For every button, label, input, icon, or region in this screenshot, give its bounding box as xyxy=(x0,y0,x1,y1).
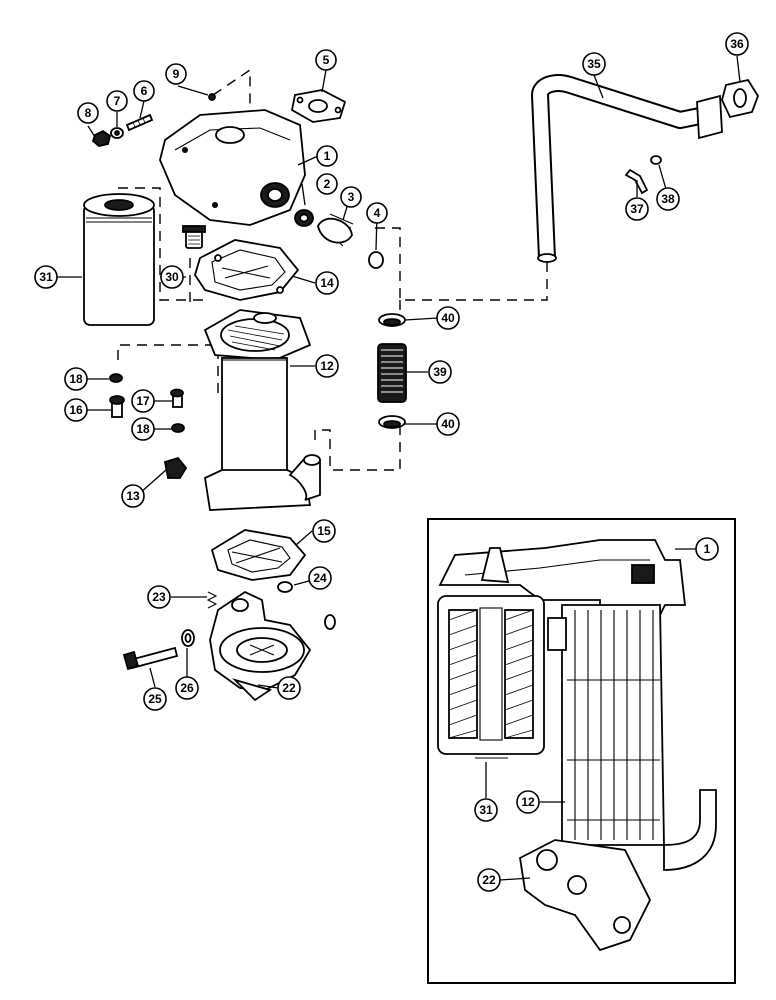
callout-label: 22 xyxy=(282,681,296,695)
callout-label: 12 xyxy=(320,359,334,373)
callout-24: 24 xyxy=(308,566,332,590)
callout-label: 3 xyxy=(348,190,355,204)
callout-label: 7 xyxy=(114,94,121,108)
callout-label: 18 xyxy=(136,422,150,436)
gasket-15-part xyxy=(210,529,307,581)
assembly-guide-lines xyxy=(117,68,548,471)
callout-label: 40 xyxy=(441,311,455,325)
callout-label: 6 xyxy=(141,84,148,98)
callout-37: 37 xyxy=(625,197,649,221)
callout-7: 7 xyxy=(106,90,128,112)
callout-label: 39 xyxy=(433,365,447,379)
stud-washer-nut-parts xyxy=(91,113,154,147)
callout-label: 23 xyxy=(152,590,166,604)
callout-label: 9 xyxy=(173,67,180,81)
drain-valve-part xyxy=(163,456,188,479)
oil-cooler-part xyxy=(203,309,321,511)
bolt-washer-parts-37-38 xyxy=(624,155,662,195)
gasket-14-part xyxy=(194,239,300,301)
gasket-36-part xyxy=(721,78,759,119)
inset-callout-1: 1 xyxy=(695,537,719,561)
callout-13: 13 xyxy=(121,484,145,508)
callout-2: 2 xyxy=(316,173,338,195)
callout-label: 26 xyxy=(180,681,194,695)
callout-40-lower: 40 xyxy=(436,412,460,436)
callout-39: 39 xyxy=(428,360,452,384)
callout-label: 15 xyxy=(317,524,331,538)
adapter-base-part xyxy=(209,590,312,702)
callout-3: 3 xyxy=(340,186,362,208)
callout-label: 25 xyxy=(148,692,162,706)
callout-38: 38 xyxy=(656,187,680,211)
callout-label: 36 xyxy=(730,37,744,51)
callout-label: 1 xyxy=(324,149,331,163)
callout-label: 12 xyxy=(521,795,535,809)
callout-16: 16 xyxy=(64,398,88,422)
callout-17: 17 xyxy=(131,389,155,413)
cross-section-inset xyxy=(427,518,736,984)
callout-35: 35 xyxy=(582,52,606,76)
callout-label: 22 xyxy=(482,873,496,887)
callout-label: 35 xyxy=(587,57,601,71)
inset-callout-31: 31 xyxy=(474,798,498,822)
callout-label: 37 xyxy=(630,202,644,216)
inset-callout-12: 12 xyxy=(516,790,540,814)
oil-tube-part xyxy=(531,74,723,263)
callout-5: 5 xyxy=(315,49,337,71)
callout-label: 31 xyxy=(39,270,53,284)
callout-26: 26 xyxy=(175,676,199,700)
inset-callout-22: 22 xyxy=(477,868,501,892)
callout-14: 14 xyxy=(315,271,339,295)
callout-8: 8 xyxy=(77,102,99,124)
callout-36: 36 xyxy=(725,32,749,56)
callout-label: 30 xyxy=(165,270,179,284)
bolts-washers-parts xyxy=(109,373,185,433)
callout-22: 22 xyxy=(277,676,301,700)
callout-15: 15 xyxy=(312,519,336,543)
callout-18-lower: 18 xyxy=(131,417,155,441)
callout-12: 12 xyxy=(315,354,339,378)
callout-label: 1 xyxy=(704,542,711,556)
callout-40-upper: 40 xyxy=(436,306,460,330)
gasket-5-part xyxy=(290,89,347,123)
callout-label: 16 xyxy=(69,403,83,417)
bolt-washer-parts-25-26 xyxy=(122,629,195,671)
callout-label: 31 xyxy=(479,803,493,817)
callout-30: 30 xyxy=(160,265,184,289)
spring-23-part xyxy=(206,591,218,609)
callout-9: 9 xyxy=(165,63,187,85)
callout-label: 2 xyxy=(324,177,331,191)
seal-spring-washer-parts xyxy=(294,209,384,269)
callout-31: 31 xyxy=(34,265,58,289)
filter-head-part xyxy=(159,109,306,226)
callout-label: 13 xyxy=(126,489,140,503)
callout-label: 24 xyxy=(313,571,327,585)
callout-label: 5 xyxy=(323,53,330,67)
callout-18-upper: 18 xyxy=(64,367,88,391)
callout-6: 6 xyxy=(133,80,155,102)
callout-label: 8 xyxy=(85,106,92,120)
fitting-part xyxy=(182,225,206,249)
callout-23: 23 xyxy=(147,585,171,609)
o-rings-part xyxy=(277,581,336,630)
hose-clamps-parts xyxy=(377,313,407,429)
oil-filter-part xyxy=(83,193,155,326)
callout-label: 4 xyxy=(374,206,381,220)
callout-label: 38 xyxy=(661,192,675,206)
plug-part xyxy=(208,93,216,101)
callout-label: 40 xyxy=(441,417,455,431)
callout-4: 4 xyxy=(366,202,388,224)
callout-label: 17 xyxy=(136,394,150,408)
callout-25: 25 xyxy=(143,687,167,711)
callout-label: 14 xyxy=(320,276,334,290)
callout-label: 18 xyxy=(69,372,83,386)
callout-1: 1 xyxy=(316,145,338,167)
leader-lines xyxy=(57,55,741,881)
